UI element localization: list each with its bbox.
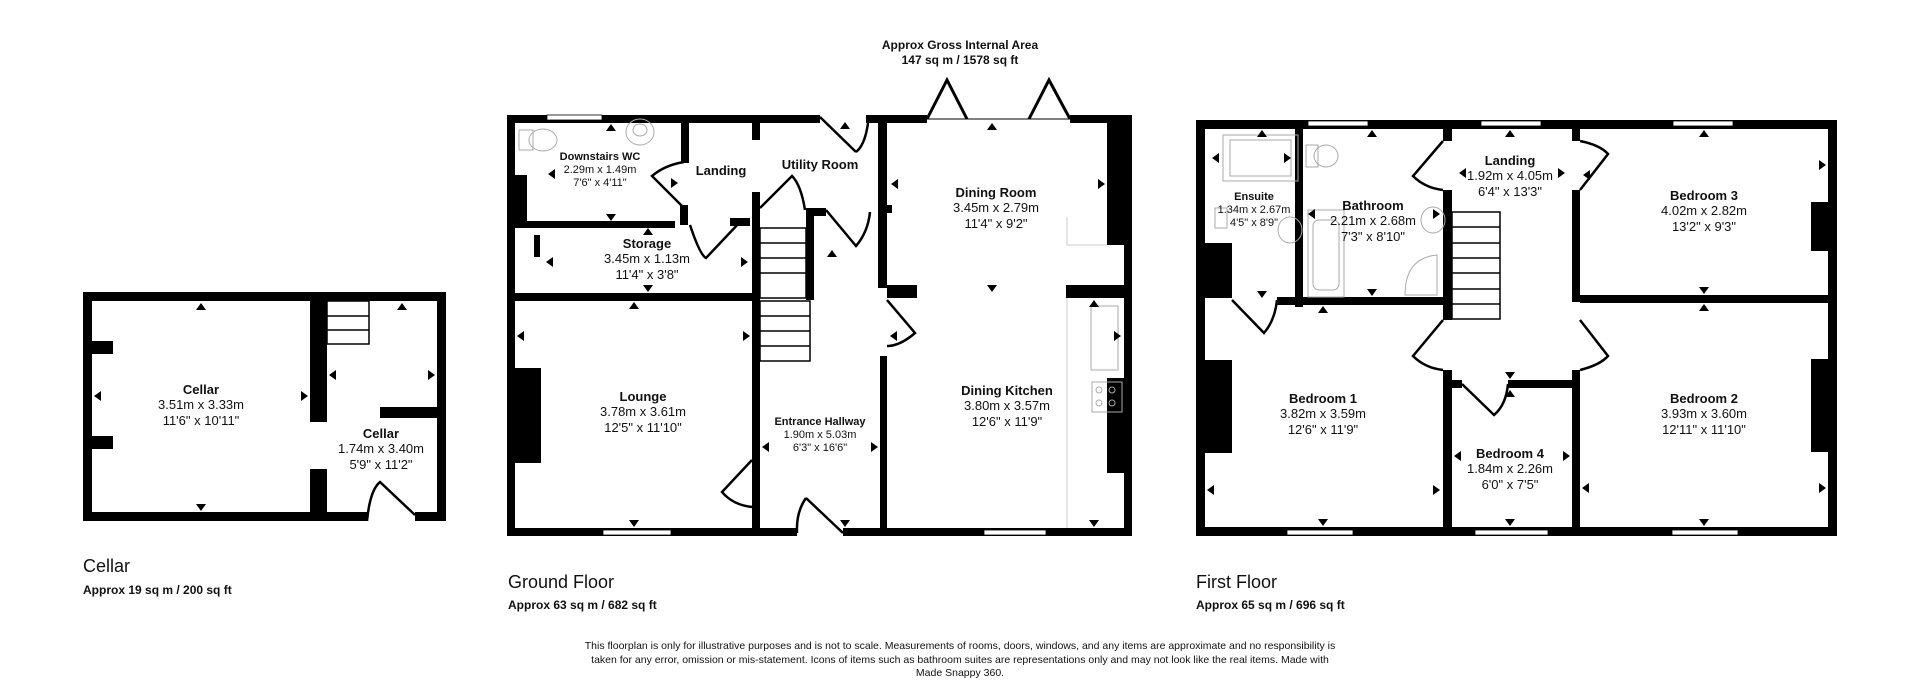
room-label-dining-kitchen: Dining Kitchen 3.80m x 3.57m 12'6" x 11'… [961,383,1053,429]
room-label-lounge: Lounge 3.78m x 3.61m 12'5" x 11'10" [600,389,686,435]
gross-internal-area: Approx Gross Internal Area 147 sq m / 15… [882,38,1038,68]
floor-area-first: Approx 65 sq m / 696 sq ft [1196,598,1345,612]
floor-area-cellar: Approx 19 sq m / 200 sq ft [83,583,232,597]
room-label-cellar-main: Cellar 3.51m x 3.33m 11'6" x 10'11" [158,382,244,428]
room-label-utility-room: Utility Room [781,157,859,172]
room-label-ensuite: Ensuite 1.34m x 2.67m 4'5" x 8'9" [1217,191,1291,229]
first-floor-plan [1196,120,1837,536]
room-label-downstairs-wc: Downstairs WC 2.29m x 1.49m 7'6" x 4'11" [559,151,641,189]
floor-title-ground: Ground Floor [508,572,615,592]
room-label-cellar-small: Cellar 1.74m x 3.40m 5'9" x 11'2" [338,426,424,472]
room-label-entrance-hallway: Entrance Hallway 1.90m x 5.03m 6'3" x 16… [774,416,866,454]
floor-area-ground: Approx 63 sq m / 682 sq ft [508,598,657,612]
floor-title-cellar: Cellar [83,556,131,576]
room-label-bedroom-1: Bedroom 1 3.82m x 3.59m 12'6" x 11'9" [1280,391,1366,437]
gross-area-title: Approx Gross Internal Area [881,38,1039,52]
cellar-plan [83,292,446,522]
floor-title-first: First Floor [1196,572,1277,592]
room-label-ground-landing: Landing [695,163,747,178]
room-label-bedroom-3: Bedroom 3 4.02m x 2.82m 13'2" x 9'3" [1661,188,1747,234]
room-label-bathroom: Bathroom 2.21m x 2.68m 7'3" x 8'10" [1330,198,1416,244]
room-label-dining-room: Dining Room 3.45m x 2.79m 11'4" x 9'2" [953,185,1039,231]
room-label-bedroom-2: Bedroom 2 3.93m x 3.60m 12'11" x 11'10" [1661,391,1747,437]
ground-floor-plan [507,76,1132,536]
room-label-first-landing: Landing 1.92m x 4.05m 6'4" x 13'3" [1467,153,1553,199]
gross-area-value: 147 sq m / 1578 sq ft [901,53,1019,67]
disclaimer-text: This floorplan is only for illustrative … [584,640,1336,680]
room-label-storage: Storage 3.45m x 1.13m 11'4" x 3'8" [604,236,690,282]
room-label-bedroom-4: Bedroom 4 1.84m x 2.26m 6'0" x 7'5" [1467,446,1553,492]
